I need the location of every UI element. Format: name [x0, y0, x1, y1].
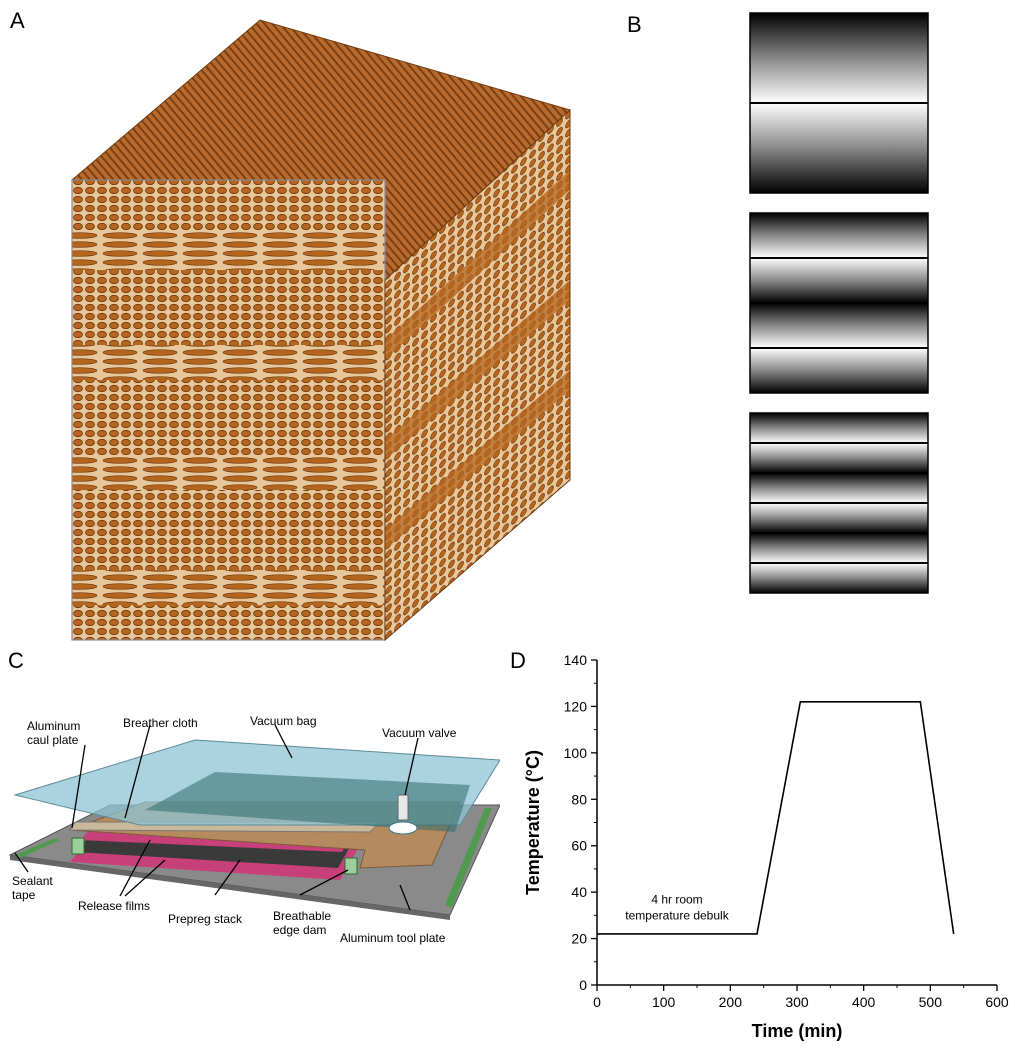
gradient-band: [750, 443, 928, 473]
annotation-line-2: temperature debulk: [625, 908, 729, 922]
label-edge-dam-1: Breathable: [273, 909, 331, 923]
gradient-band: [750, 303, 928, 348]
y-tick-label: 80: [571, 791, 587, 807]
gradient-band: [750, 413, 928, 443]
vacuum-bag-layup-diagram: Aluminum caul plate Breather cloth Vacuu…: [8, 714, 500, 945]
panel-a-letter: A: [10, 8, 25, 33]
gradient-box-border: [749, 412, 929, 594]
x-tick-label: 100: [652, 994, 676, 1010]
gradient-band: [750, 348, 928, 393]
y-axis-label: Temperature (°C): [523, 750, 543, 895]
cosine-gradient-panels: [749, 12, 929, 594]
sealant-tape-left: [15, 838, 60, 858]
gradient-band: [750, 103, 928, 193]
gradient-band: [750, 533, 928, 563]
gradient-box-3: [749, 412, 929, 594]
temperature-series-line: [597, 700, 955, 935]
edge-dam-right: [344, 857, 358, 875]
y-tick-label: 100: [564, 745, 588, 761]
cube-side-face: [384, 108, 571, 642]
x-tick-label: 300: [785, 994, 809, 1010]
gradient-box-1: [749, 12, 929, 194]
label-caul-plate-1: Aluminum: [27, 719, 80, 733]
label-edge-dam-2: edge dam: [273, 923, 326, 937]
label-prepreg-stack: Prepreg stack: [168, 912, 243, 926]
y-tick-label: 0: [579, 977, 587, 993]
label-tool-plate: Aluminum tool plate: [340, 931, 446, 945]
label-sealant-1: Sealant: [12, 874, 53, 888]
gradient-box-border: [749, 12, 929, 194]
label-caul-plate-2: caul plate: [27, 733, 79, 747]
y-tick-label: 60: [571, 838, 587, 854]
x-tick-label: 400: [852, 994, 876, 1010]
x-tick-label: 600: [985, 994, 1009, 1010]
gradient-band: [750, 13, 928, 103]
gradient-box-2: [749, 212, 929, 394]
y-tick-label: 40: [571, 884, 587, 900]
label-vacuum-valve: Vacuum valve: [382, 726, 457, 740]
y-tick-label: 140: [564, 652, 588, 668]
cube-front-face: [71, 179, 386, 641]
gradient-band: [750, 213, 928, 258]
x-axis-label: Time (min): [752, 1021, 843, 1041]
sealant-tape-right: [445, 808, 492, 908]
edge-dam-left: [71, 837, 85, 855]
annotation-line-1: 4 hr room: [651, 892, 702, 906]
cure-profile-chart: 0 100 200 300 400 500 600 0 20 40 60 80 100 120 140Tim…: [523, 652, 1009, 1041]
x-tick-label: 0: [593, 994, 601, 1010]
gradient-band: [750, 503, 928, 533]
x-tick-label: 500: [919, 994, 943, 1010]
panel-d-letter: D: [510, 648, 526, 673]
gradient-band: [750, 258, 928, 303]
laminate-cube-diagram: [70, 19, 571, 642]
x-tick-label: 200: [719, 994, 743, 1010]
gradient-box-border: [749, 212, 929, 394]
panel-b-letter: B: [627, 12, 642, 37]
label-vacuum-bag: Vacuum bag: [250, 714, 317, 728]
gradient-band: [750, 473, 928, 503]
label-breather-cloth: Breather cloth: [123, 716, 198, 730]
vacuum-valve: [397, 794, 409, 821]
label-release-films: Release films: [78, 899, 150, 913]
y-tick-label: 120: [564, 698, 588, 714]
label-sealant-2: tape: [12, 888, 36, 902]
y-tick-label: 20: [571, 931, 587, 947]
gradient-band: [750, 563, 928, 593]
panel-c-letter: C: [8, 648, 24, 673]
